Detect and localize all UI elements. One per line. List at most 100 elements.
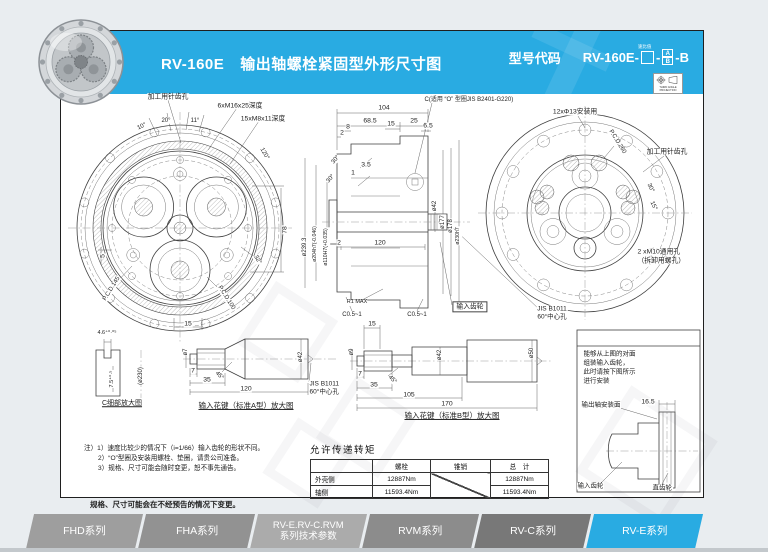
dim-label: P.C.D.260 — [606, 128, 628, 156]
housing-bolt-value: 12887Nm — [372, 472, 431, 486]
footnotes: 注）1）速度比较少的情况下（i=1/66）输入齿轮的形状不同。 2）“O”型圈及安… — [84, 444, 264, 474]
row-label-housing: 外壳侧 — [310, 472, 373, 486]
projection-caption: THIRD ANGLE PROJECTION — [659, 85, 677, 92]
dim-label: 35 — [202, 376, 212, 384]
dim-label: ø42 — [436, 349, 444, 361]
variant-b: B — [662, 56, 674, 65]
model-code-label: 型号代码 — [508, 50, 561, 66]
variant-ab-box: A B — [662, 49, 674, 65]
dim-label: 直齿轮 — [652, 484, 673, 492]
table-row: 轴侧 11593.4Nm 11593.4Nm — [310, 485, 549, 499]
col-header-total: 总 计 — [490, 459, 549, 473]
dim-label: 进行安装 — [583, 377, 610, 385]
dim-label: 16.5 — [640, 398, 656, 406]
dim-label: 3.5 — [360, 161, 372, 169]
tab-rvm[interactable]: RVM系列 — [361, 514, 480, 549]
dim-label: 输入齿轮 — [452, 301, 488, 313]
dim-label: R1 MAX — [346, 299, 368, 306]
dim-label: ø50 — [528, 347, 536, 359]
dim-label: 120° — [257, 146, 271, 162]
dim-label: 32° — [251, 254, 263, 266]
dim-label: 12xΦ13安装用 — [552, 108, 598, 116]
dim-label: 105 — [402, 391, 416, 399]
dim-label: P.C.D.145 — [101, 275, 123, 303]
dim-label: JIS B1011 — [536, 305, 568, 313]
tab-label: RV-E系列 — [621, 525, 668, 538]
dim-label: 7 — [190, 367, 196, 375]
dim-label: 68.5 — [362, 117, 378, 125]
model-code: 型号代码 RV-160E- 速比值 - A B -B — [508, 44, 689, 68]
dim-label: C(适用 “O” 型圈JIS B2401-G220) — [424, 96, 514, 104]
row-label-shaft: 轴侧 — [310, 485, 373, 499]
dim-label: （拆卸用螺孔） — [637, 257, 686, 265]
dim-label: 170 — [440, 400, 454, 408]
dim-label: 10° — [136, 121, 148, 133]
note-line: 注）1）速度比较少的情况下（i=1/66）输入齿轮的形状不同。 — [84, 445, 265, 452]
torque-table-title: 允许传递转矩 — [310, 445, 377, 456]
dim-label: 15° — [647, 200, 659, 212]
tab-rv-tech[interactable]: RV-E.RV-C.RVM 系列技术参数 — [249, 514, 368, 549]
empty-header-cell — [310, 459, 373, 473]
dim-label: 35 — [369, 381, 379, 389]
dim-label: ø230h7 — [455, 226, 462, 246]
dim-label: 60°中心孔 — [536, 313, 568, 321]
dim-label: P.C.D.100 — [215, 284, 237, 312]
col-header-pin: 锥销 — [430, 459, 491, 473]
dim-label: 能够从上图的对面 — [583, 350, 636, 358]
dim-label: ø42 — [297, 351, 305, 363]
dim-label: 20° — [160, 117, 172, 125]
dim-label: 6.5 — [422, 122, 434, 130]
dim-label: ø204h7(-0.046) — [312, 225, 319, 263]
dim-label: 组装输入齿轮， — [583, 359, 630, 367]
tab-rve[interactable]: RV-E系列 — [585, 514, 704, 549]
table-header-row: 螺栓 锥销 总 计 — [310, 459, 549, 473]
dim-label: 2 — [336, 239, 342, 247]
dim-label: 输入齿轮 — [577, 482, 604, 490]
dim-label: 30° — [330, 154, 342, 166]
dim-label: 此时请按下图所示 — [583, 368, 636, 376]
dim-label: 45° — [386, 374, 398, 386]
dim-label: 120 — [239, 385, 253, 393]
dim-label: 1 — [350, 169, 356, 177]
dim-label: ø110H7(+0.035) — [323, 227, 330, 267]
note-line: 3）规格、尺寸可能会随时变更，恕不事先通告。 — [98, 464, 241, 472]
dim-label: JIS B1011 — [309, 380, 340, 388]
dim-label: 15 — [183, 320, 193, 328]
dim-label: 11° — [190, 117, 200, 125]
ratio-slot-box: 速比值 — [638, 44, 654, 64]
tab-label: RV-E.RV-C.RVM 系列技术参数 — [273, 519, 344, 542]
tab-rvc[interactable]: RV-C系列 — [473, 514, 592, 549]
dim-label: 输出轴安装面 — [581, 401, 621, 409]
table-row: 外壳侧 12887Nm 12887Nm — [310, 472, 549, 499]
bottom-strip — [0, 548, 768, 552]
dim-label: C细部放大图 — [101, 400, 143, 408]
tab-fhd[interactable]: FHD系列 — [25, 514, 144, 549]
dash: - — [655, 49, 661, 65]
gear-unit-product-photo — [38, 19, 124, 105]
tab-label: FHA系列 — [175, 525, 218, 538]
dim-label: 78 — [281, 225, 289, 235]
dim-label: 6xM16x25深度 — [217, 102, 263, 110]
dim-label: 30° — [325, 173, 337, 185]
dim-label: C0.5~1 — [406, 311, 428, 319]
shaft-bolt-value: 11593.4Nm — [372, 485, 431, 499]
dim-label: 5 — [99, 253, 107, 259]
dim-label: ø9 — [348, 347, 356, 357]
dim-label: ø239.3 — [301, 237, 309, 257]
dim-label: ø7 — [182, 347, 190, 357]
note-line: 2）“O”型圈及安装用螺栓、垫圈，请贵公司准备。 — [98, 454, 244, 462]
dim-label: 15 — [367, 320, 377, 328]
model-name: RV-160E — [161, 56, 225, 73]
dim-label: 2 — [339, 129, 345, 137]
shaft-total-value: 11593.4Nm — [490, 485, 549, 499]
torque-table: 螺栓 锥销 总 计 外壳侧 12887Nm 12887Nm 轴侧 11593.4… — [310, 459, 549, 499]
dim-label: 加工用针齿孔 — [646, 148, 688, 156]
dim-label: 120 — [373, 239, 387, 247]
tab-fha[interactable]: FHA系列 — [137, 514, 256, 549]
dim-label: 45° — [213, 370, 225, 382]
col-header-bolt: 螺栓 — [372, 459, 431, 473]
dim-label: 7 — [357, 370, 363, 378]
